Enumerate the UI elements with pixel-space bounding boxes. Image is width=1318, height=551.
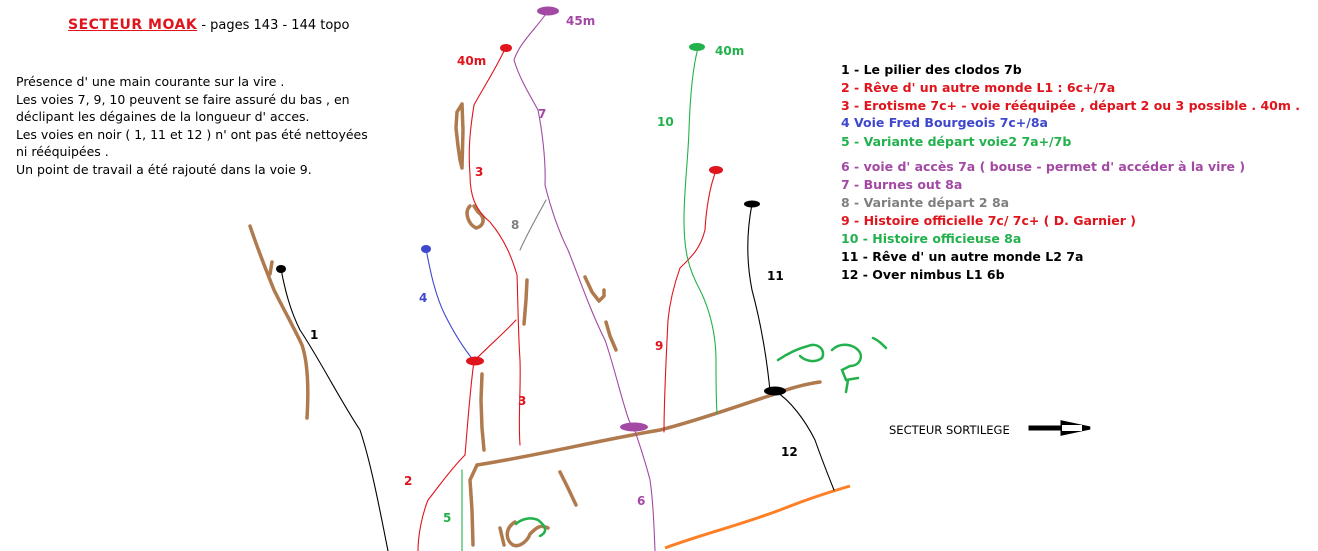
vegetation — [514, 336, 888, 538]
relay-2 — [466, 356, 484, 366]
rock-features — [248, 102, 822, 548]
legend-item: 9 - Histoire officielle 7c/ 7c+ ( D. Gar… — [841, 213, 1136, 228]
route-label-3-lower: 3 — [518, 394, 526, 408]
legend-item: 8 - Variante départ 2 8a — [841, 195, 1010, 210]
legend-item: 11 - Rêve d' un autre monde L2 7a — [841, 249, 1084, 264]
routes — [280, 10, 835, 551]
note-line: Les voies en noir ( 1, 11 et 12 ) n' ont… — [16, 126, 368, 142]
route-numbers: 1 2 3 3 4 5 6 7 8 9 10 11 12 45m 40m 40m — [310, 14, 798, 525]
route-label-1: 1 — [310, 328, 318, 342]
legend-item: 2 - Rêve d' un autre monde L1 : 6c+/7a — [841, 80, 1116, 95]
relay-12 — [764, 386, 786, 396]
notes-block: Présence d' une main courante sur la vir… — [16, 73, 368, 179]
legend-item: 4 Voie Fred Bourgeois 7c+/8a — [841, 115, 1048, 130]
legend-item: 1 - Le pilier des clodos 7b — [841, 62, 1022, 77]
route-label-9: 9 — [655, 339, 663, 353]
secteur-sortilege-label: SECTEUR SORTILEGE — [889, 423, 1010, 437]
height-label-40m-green: 40m — [715, 44, 744, 58]
height-label-45m: 45m — [566, 14, 595, 28]
note-line: Un point de travail a été rajouté dans l… — [16, 161, 312, 177]
route-label-8: 8 — [511, 218, 519, 232]
relay-11 — [744, 200, 760, 208]
relay-45m — [537, 6, 559, 16]
route-label-3-upper: 3 — [475, 165, 483, 179]
height-label-40m-red: 40m — [457, 54, 486, 68]
route-label-10: 10 — [657, 115, 674, 129]
route-label-4: 4 — [419, 291, 427, 305]
route-label-5: 5 — [443, 511, 451, 525]
relay-40m-red — [500, 44, 512, 52]
page-header: SECTEUR MOAK - pages 143 - 144 topo — [68, 17, 350, 33]
note-line: ni rééquipées . — [16, 144, 109, 160]
route-label-11: 11 — [767, 269, 784, 283]
legend-item: 6 - voie d' accès 7a ( bouse - permet d'… — [841, 159, 1246, 174]
legend-item: 7 - Burnes out 8a — [841, 177, 963, 192]
route-label-6: 6 — [637, 494, 645, 508]
legend-item: 12 - Over nimbus L1 6b — [841, 267, 1005, 282]
page-title: SECTEUR MOAK — [68, 17, 198, 33]
anchors — [276, 6, 786, 432]
arrow-right-icon — [1028, 420, 1091, 436]
route-label-2: 2 — [404, 474, 412, 488]
relay-9 — [709, 166, 723, 174]
legend-item: 3 - Erotisme 7c+ - voie rééquipée , dépa… — [841, 98, 1300, 113]
note-line: Présence d' une main courante sur la vir… — [16, 74, 285, 89]
legend-item: 5 - Variante départ voie2 7a+/7b — [841, 134, 1072, 149]
relay-1 — [276, 265, 286, 273]
relay-4 — [421, 245, 431, 253]
note-line: déclipant les dégaines de la longueur d'… — [16, 109, 310, 125]
relay-6 — [620, 422, 648, 432]
page-subtitle: - pages 143 - 144 topo — [201, 18, 350, 33]
relay-40m-green — [689, 43, 705, 51]
lower-slab — [664, 484, 851, 550]
note-line: Les voies 7, 9, 10 peuvent se faire assu… — [16, 91, 350, 107]
route-label-7: 7 — [538, 107, 546, 121]
route-label-12: 12 — [781, 445, 798, 459]
legend-item: 10 - Histoire officieuse 8a — [841, 231, 1022, 246]
